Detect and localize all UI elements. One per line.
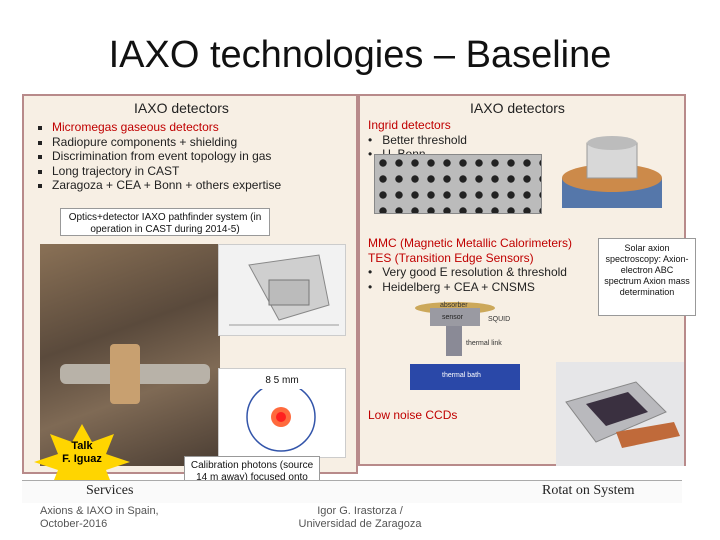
ccd-photo-drawing (565, 381, 680, 448)
mmc-block: MMC (Magnetic Metallic Calorimeters) TES… (368, 236, 598, 294)
left-panel-header: IAXO detectors (134, 100, 229, 116)
left-bullet-1: Micromegas gaseous detectors (52, 120, 352, 135)
mmc-label-sensor: sensor (442, 314, 464, 321)
mmc-label-absorber: absorber (440, 302, 468, 309)
rotate-label: Rotat on System (542, 483, 635, 498)
ingrid-bullet-1: • Better threshold (368, 132, 467, 147)
footer-left: Axions & IAXO in Spain, October-2016 (40, 505, 159, 530)
mmc-label-link: thermal link (466, 340, 502, 347)
talk-label: Talk F. Iguaz (62, 440, 102, 465)
talk-star: Talk F. Iguaz (34, 424, 130, 494)
star-burst-icon (34, 424, 130, 494)
calibration-plot: 8 5 mm (218, 368, 346, 458)
optics-callout: Optics+detector IAXO pathfinder system (… (60, 208, 270, 236)
scale-label: 8 5 mm (255, 375, 309, 389)
mmc-line2: TES (Transition Edge Sensors) (368, 250, 534, 265)
right-panel-header: IAXO detectors (470, 100, 565, 116)
bottom-bar: Services Rotat on System (22, 480, 682, 503)
ingrid-render-drawing (562, 136, 662, 208)
mmc-line1: MMC (Magnetic Metallic Calorimeters) (368, 236, 573, 250)
mmc-bullet-2: • Heidelberg + CEA + CNSMS (368, 279, 535, 294)
left-bullet-4: Long trajectory in CAST (52, 164, 352, 179)
mmc-schematic: absorber sensor SQUID thermal link therm… (400, 296, 530, 392)
pathfinder-photo (40, 244, 220, 466)
ingrid-detector-render (542, 118, 674, 228)
ingrid-microscope-image (374, 154, 542, 214)
slide-title: IAXO technologies – Baseline (108, 34, 612, 76)
mmc-label-squid: SQUID (488, 316, 511, 323)
photo-flange (110, 344, 140, 404)
schematic-drawing (229, 254, 339, 326)
left-bullet-3: Discrimination from event topology in ga… (52, 149, 352, 164)
ccd-label: Low noise CCDs (368, 408, 458, 422)
services-label: Services (86, 483, 134, 498)
solar-axion-note: Solar axion spectroscopy: Axion-electron… (598, 238, 696, 316)
mmc-schematic-drawing (410, 302, 520, 390)
mmc-bullet-1: • Very good E resolution & threshold (368, 265, 567, 279)
footer-center: Igor G. Irastorza / Universidad de Zarag… (298, 505, 422, 530)
left-bullet-2: Radiopure components + shielding (52, 135, 352, 150)
pathfinder-schematic (218, 244, 346, 336)
left-bullet-5: Zaragoza + CEA + Bonn + others expertise (52, 178, 352, 193)
left-bullet-list: Micromegas gaseous detectors Radiopure c… (36, 120, 352, 193)
ccd-photo (556, 362, 684, 466)
mmc-label-bath: thermal bath (442, 372, 481, 379)
ingrid-title: Ingrid detectors (368, 118, 451, 132)
